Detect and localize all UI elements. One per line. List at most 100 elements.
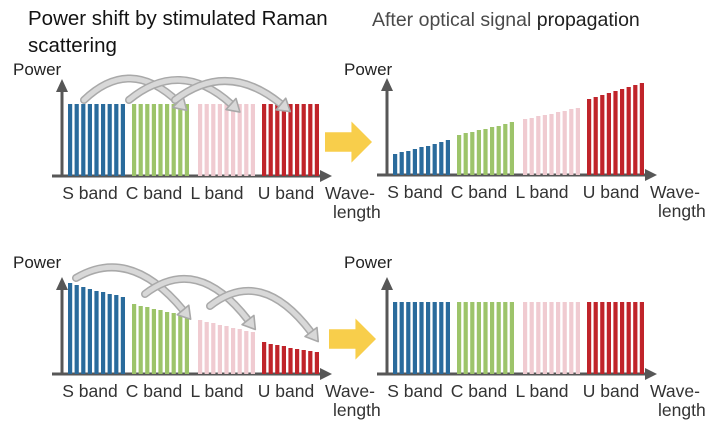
- raman-transfer-arrowhead: [304, 326, 320, 343]
- spectrum-bar: [178, 104, 183, 176]
- spectrum-bar: [470, 132, 475, 175]
- band-group-c: [457, 302, 514, 374]
- spectrum-bar: [94, 291, 99, 374]
- spectrum-bar: [620, 89, 625, 175]
- spectrum-bar: [244, 104, 249, 176]
- spectrum-bar: [217, 325, 222, 374]
- spectrum-bar: [224, 326, 229, 374]
- band-group-c: [457, 122, 514, 175]
- spectrum-bar: [529, 302, 534, 374]
- band-group-s: [393, 140, 450, 175]
- spectrum-bar: [94, 104, 99, 176]
- spectrum-bar: [549, 302, 554, 374]
- spectrum-bar: [569, 109, 574, 175]
- spectrum-bar: [158, 104, 163, 176]
- spectrum-bar: [426, 302, 431, 374]
- band-label: C band: [451, 182, 507, 202]
- spectrum-bar: [426, 146, 431, 175]
- wavelength-label-line2: length: [333, 400, 381, 420]
- spectrum-bar: [569, 302, 574, 374]
- band-group-u: [587, 302, 644, 374]
- band-label: U band: [258, 183, 314, 203]
- spectrum-bar: [419, 302, 424, 374]
- spectrum-bar: [549, 114, 554, 175]
- spectrum-bar: [393, 302, 398, 374]
- spectrum-bar: [445, 302, 450, 374]
- spectrum-bar: [198, 320, 203, 374]
- spectrum-bar: [184, 104, 189, 176]
- y-axis-arrowhead: [56, 79, 68, 92]
- spectrum-bar: [250, 332, 255, 374]
- spectrum-bar: [593, 97, 598, 175]
- spectrum-bar: [101, 292, 106, 374]
- spectrum-bar: [198, 104, 203, 176]
- title-after-part2: propagation: [536, 9, 640, 31]
- title-after-propagation: After optical signal propagation: [372, 9, 640, 32]
- raman-transfer-arrowhead: [225, 97, 241, 113]
- spectrum-bar: [412, 149, 417, 175]
- power-axis-label: Power: [13, 253, 62, 272]
- spectrum-bar: [204, 322, 209, 374]
- spectrum-bar: [158, 310, 163, 374]
- band-label: C band: [126, 183, 182, 203]
- band-label: S band: [387, 182, 442, 202]
- spectrum-bar: [439, 302, 444, 374]
- band-label: C band: [126, 381, 182, 401]
- spectrum-bar: [275, 104, 280, 176]
- y-axis-arrowhead: [381, 78, 393, 91]
- spectrum-bar: [81, 287, 86, 374]
- wavelength-label-line2: length: [658, 201, 706, 221]
- band-label: U band: [583, 182, 639, 202]
- spectrum-bar: [314, 352, 319, 374]
- spectrum-bar: [399, 302, 404, 374]
- spectrum-bar: [633, 85, 638, 175]
- spectrum-bar: [457, 135, 462, 175]
- spectrum-bar: [101, 104, 106, 176]
- band-label: L band: [191, 183, 244, 203]
- spectrum-bar: [237, 329, 242, 374]
- spectrum-bar: [470, 302, 475, 374]
- spectrum-bar: [132, 304, 137, 374]
- spectrum-bar: [575, 302, 580, 374]
- spectrum-bar: [503, 302, 508, 374]
- spectrum-bar: [178, 315, 183, 374]
- spectrum-bar: [496, 302, 501, 374]
- spectrum-bar: [457, 302, 462, 374]
- band-label: S band: [62, 183, 117, 203]
- spectrum-bar: [562, 302, 567, 374]
- band-group-s: [68, 283, 125, 374]
- x-axis-arrowhead: [645, 169, 657, 181]
- spectrum-bar: [529, 118, 534, 175]
- spectrum-bar: [406, 151, 411, 175]
- wavelength-label-line2: length: [333, 202, 381, 222]
- spectrum-bar: [600, 302, 605, 374]
- spectrum-bar: [171, 104, 176, 176]
- title-after-part1: After optical signal: [372, 9, 537, 31]
- spectrum-bar: [87, 289, 92, 374]
- spectrum-bar: [68, 283, 73, 374]
- spectrum-bar: [120, 104, 125, 176]
- x-axis-arrowhead: [320, 368, 332, 380]
- spectrum-bar: [275, 345, 280, 374]
- spectrum-bar: [165, 104, 170, 176]
- spectrum-bar: [211, 104, 216, 176]
- wavelength-label-line2: length: [658, 400, 706, 420]
- spectrum-bar: [107, 104, 112, 176]
- spectrum-bar: [268, 344, 273, 374]
- spectrum-bar: [593, 302, 598, 374]
- band-group-u: [587, 83, 644, 175]
- spectrum-bar: [308, 351, 313, 374]
- spectrum-bar: [295, 349, 300, 374]
- spectrum-bar: [308, 104, 313, 176]
- spectrum-bar: [145, 104, 150, 176]
- raman-transfer-arrowhead: [275, 97, 292, 113]
- spectrum-bar: [151, 104, 156, 176]
- raman-transfer-arrow: [125, 76, 241, 113]
- y-axis-arrowhead: [56, 277, 68, 290]
- spectrum-bar: [523, 119, 528, 175]
- spectrum-bar: [138, 306, 143, 374]
- band-label: L band: [516, 182, 569, 202]
- band-label: U band: [258, 381, 314, 401]
